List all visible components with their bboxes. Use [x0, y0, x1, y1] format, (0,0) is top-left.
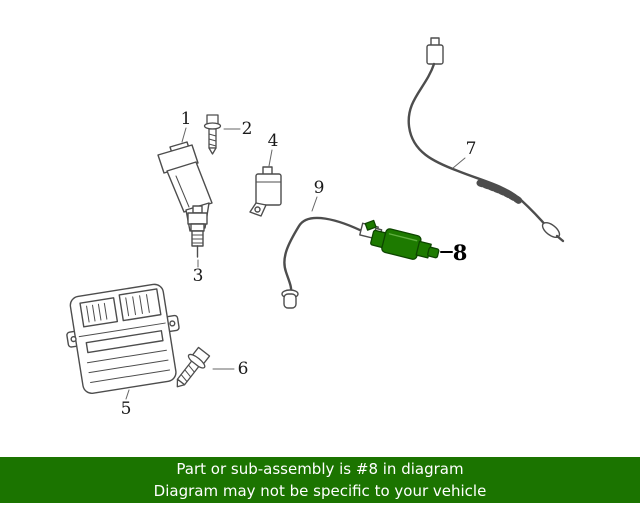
parts-diagram: 1 2 3 4 5 6 7 — [66, 37, 565, 419]
svg-text:5: 5 — [121, 399, 132, 419]
part-crankshaft-position-sensor — [281, 216, 383, 309]
svg-text:8: 8 — [453, 240, 468, 265]
banner-line-1: Part or sub-assembly is #8 in diagram — [176, 459, 464, 478]
diagram-notice-banner: Part or sub-assembly is #8 in diagram Di… — [0, 457, 640, 503]
part-label-1: 1 — [181, 109, 192, 143]
part-coil-bolt — [203, 114, 222, 155]
part-label-5: 5 — [121, 389, 132, 419]
svg-text:4: 4 — [268, 131, 279, 151]
banner-line-2: Diagram may not be specific to your vehi… — [153, 481, 487, 500]
part-spark-plug — [187, 205, 208, 258]
part-label-6: 6 — [212, 359, 249, 379]
svg-text:6: 6 — [238, 359, 249, 379]
part-extension-wire — [407, 37, 565, 243]
part-camshaft-position-sensor — [364, 219, 440, 260]
svg-text:3: 3 — [193, 266, 204, 286]
part-label-4: 4 — [268, 131, 279, 167]
part-label-9: 9 — [311, 178, 325, 212]
svg-text:9: 9 — [314, 178, 325, 198]
part-engine-control-module — [66, 283, 180, 394]
svg-text:7: 7 — [466, 139, 477, 159]
part-condenser — [249, 166, 282, 217]
svg-text:2: 2 — [242, 119, 253, 139]
part-label-7: 7 — [452, 139, 477, 169]
part-label-3: 3 — [193, 259, 204, 286]
part-module-bolt — [176, 346, 211, 388]
svg-text:1: 1 — [181, 109, 192, 129]
part-label-2: 2 — [223, 119, 253, 139]
part-label-8: 8 — [440, 240, 468, 265]
